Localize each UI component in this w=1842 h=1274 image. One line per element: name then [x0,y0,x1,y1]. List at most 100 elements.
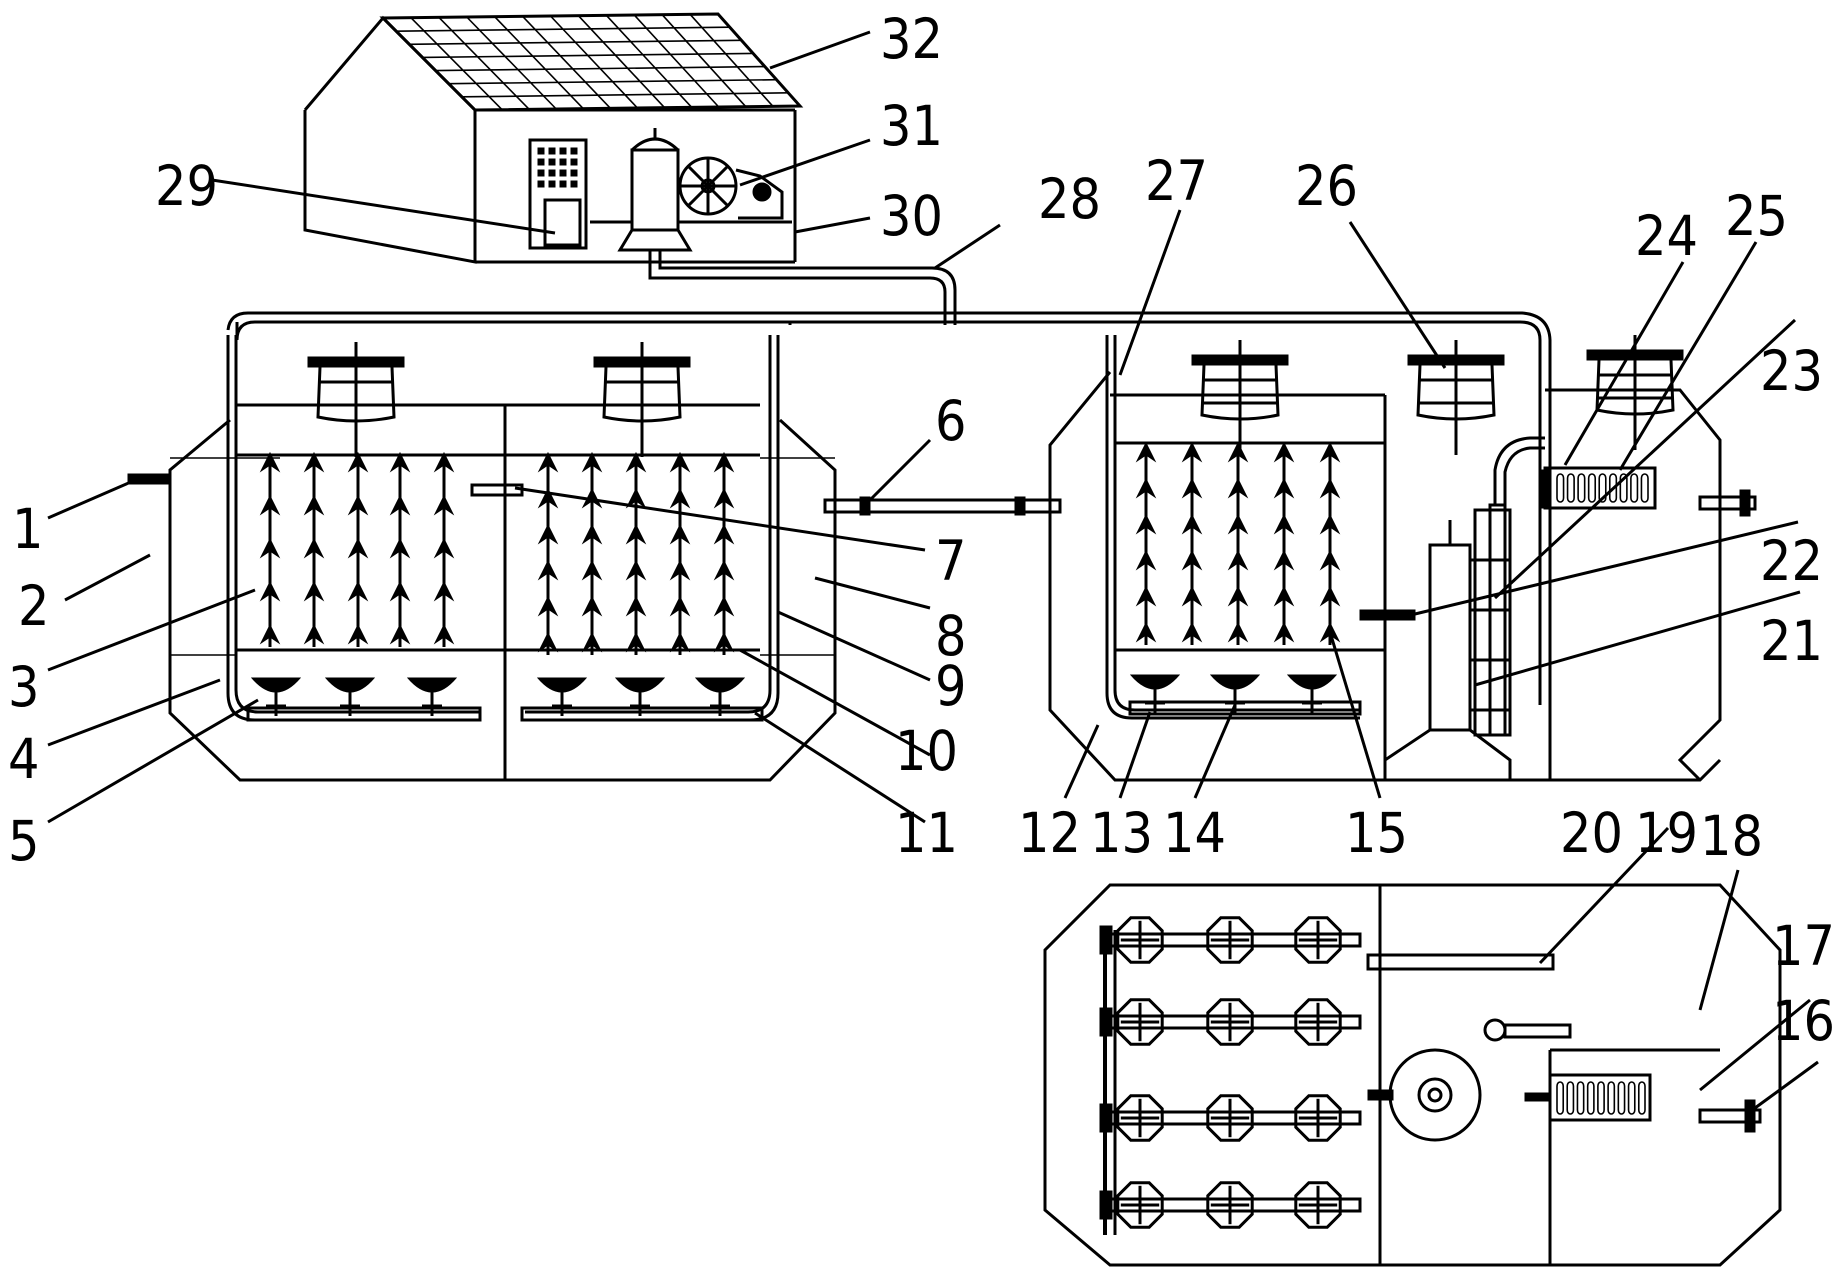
carrier-element [669,523,691,545]
carrier-element [625,451,647,473]
carrier-element [389,451,411,473]
carrier-element [581,451,603,473]
fin [1586,1081,1595,1115]
fin [1597,1081,1605,1115]
clarifier-internals [1359,436,1657,780]
carrier-element [1135,477,1157,499]
fin [1607,1081,1616,1115]
carrier-element [1181,585,1203,607]
carrier-element [713,523,735,545]
carrier-element [1135,621,1157,643]
carrier-element [625,631,647,653]
cabinet-key [570,158,578,166]
label-10: 10 [895,719,958,783]
carrier-element [259,537,281,559]
carrier-element [669,487,691,509]
fin [1577,473,1586,503]
label-26: 26 [1295,154,1358,218]
mixer-motor [593,342,691,457]
carrier-element [1227,441,1249,463]
carrier-element [625,487,647,509]
carrier-element [1227,549,1249,571]
carrier-element [537,595,559,617]
cabinet-key [548,169,556,177]
carrier-element [1227,585,1249,607]
callout-labels: 1 2 3 4 5 6 7 8 9 10 11 12 13 14 15 16 1… [8,7,1835,1053]
label-6: 6 [935,389,966,453]
fin [1627,1081,1636,1115]
fin [1617,1081,1626,1115]
carrier-element [347,451,369,473]
roof-grid-line [448,78,777,85]
cabinet-key [537,147,545,155]
label-8: 8 [935,604,966,668]
carrier-element [1135,549,1157,571]
filter-disc [1206,1181,1254,1229]
cabinet-key [570,180,578,188]
label-15: 15 [1345,801,1408,865]
carrier-element [259,580,281,602]
cabinet-key [548,158,556,166]
fin [1640,473,1649,503]
carrier-element [625,559,647,581]
roof-grid-line [689,13,774,107]
carrier-element [433,623,455,645]
carrier-element [537,631,559,653]
air-supply-pipe [648,250,957,325]
carrier-element [1319,549,1341,571]
cabinet-key [570,147,578,155]
mixer-motor [307,342,405,457]
wheel-spoke [706,184,729,207]
carrier-element [1135,441,1157,463]
cabinet-key [548,147,556,155]
filter-disc [1116,916,1164,964]
label-7: 7 [935,529,966,593]
cabinet-key [537,169,545,177]
carrier-element [303,623,325,645]
filter-disc [1206,998,1254,1046]
carrier-element [1319,477,1341,499]
label-5: 5 [8,809,39,873]
filter-disc [1206,916,1254,964]
shaft-coupling [1099,1007,1113,1037]
carrier-element [713,559,735,581]
carrier-element [303,451,325,473]
air-diffuser [536,677,588,693]
carrier-element [713,487,735,509]
carrier-element [713,451,735,473]
roof-grid-line [577,15,666,109]
shaft-coupling [1099,925,1113,955]
carrier-element [1273,477,1295,499]
label-21: 21 [1760,609,1823,673]
label-28: 28 [1038,167,1101,231]
carrier-element [303,580,325,602]
cabinet-key [559,147,567,155]
label-12: 12 [1018,801,1081,865]
carrier-element [347,494,369,516]
repeated-components [246,335,1684,1229]
filter-disc [1206,1094,1254,1142]
label-23: 23 [1760,339,1823,403]
label-27: 27 [1145,149,1208,213]
tank-3 [1043,883,1782,1267]
carrier-element [1181,477,1203,499]
carrier-element [389,494,411,516]
carrier-element [713,631,735,653]
cabinet-key [570,169,578,177]
carrier-element [1319,441,1341,463]
carrier-element [389,623,411,645]
cabinet-key [548,180,556,188]
roof-grid-line [409,39,742,46]
label-29: 29 [155,154,218,218]
label-20: 20 [1560,801,1623,865]
carrier-element [625,523,647,545]
label-32: 32 [880,7,943,71]
air-diffuser [1129,674,1181,690]
carrier-element [1273,549,1295,571]
fin [1598,473,1607,503]
carrier-element [669,559,691,581]
fin [1587,473,1597,503]
fin [1556,1081,1565,1115]
carrier-element [433,537,455,559]
cabinet-key [559,169,567,177]
